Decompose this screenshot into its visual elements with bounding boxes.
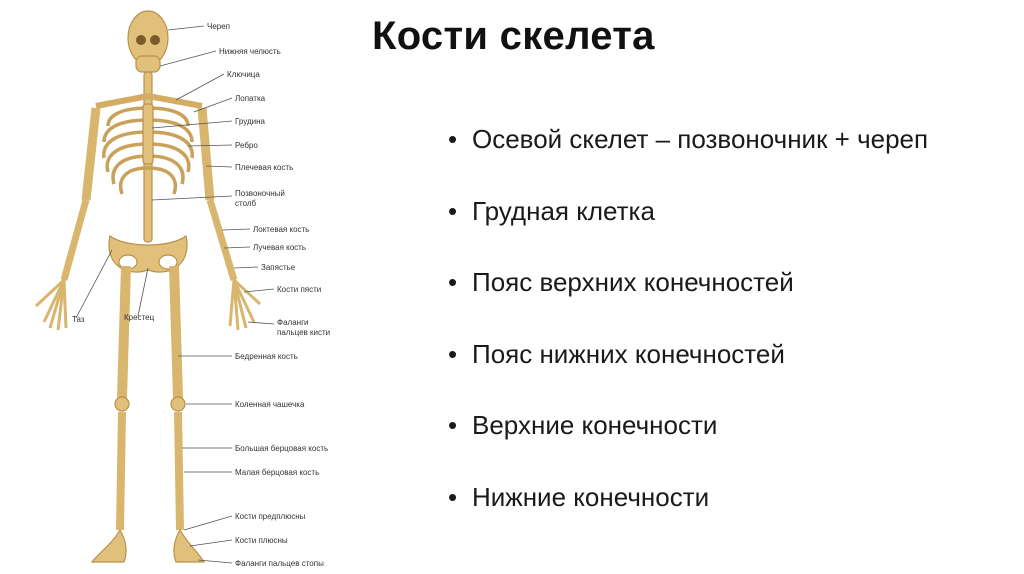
bullet-item: •Осевой скелет – позвоночник + череп [448, 124, 929, 154]
tibia-left [116, 411, 126, 531]
femur-right [169, 265, 183, 399]
bullet-item: •Нижние конечности [448, 481, 710, 512]
bullet-dot-icon: • [448, 481, 458, 512]
label-wrist: Запястье [261, 263, 296, 272]
label-jaw: Нижняя челюсть [219, 47, 281, 56]
label-ulna: Локтевая кость [253, 225, 309, 234]
tibia-right [174, 411, 184, 531]
clavicle-right [147, 93, 203, 109]
label-pelvis: Таз [72, 315, 85, 324]
clavicle-left [95, 93, 149, 109]
label-phalanges-hand-2: пальцев кисти [277, 328, 330, 337]
eye-socket-left [136, 35, 146, 45]
label-clavicle: Ключица [227, 70, 260, 79]
humerus-right [197, 107, 215, 201]
bullet-dot-icon: • [448, 195, 458, 226]
femur-left [117, 265, 131, 399]
forearm-right [206, 198, 238, 282]
label-tarsal: Кости предплюсны [235, 512, 306, 521]
humerus-left [81, 107, 101, 201]
patella-right [170, 396, 186, 412]
label-sternum: Грудина [235, 117, 266, 126]
label-metacarpal: Кости пясти [277, 285, 321, 294]
label-sacrum: Крестец [124, 313, 155, 322]
hand-left [34, 278, 68, 331]
bullet-dot-icon: • [448, 267, 458, 298]
hip-socket-right [158, 254, 178, 270]
label-scapula: Лопатка [235, 94, 266, 103]
label-skull: Череп [207, 22, 230, 31]
skeleton-drawing [34, 10, 262, 563]
label-humerus: Плечевая кость [235, 163, 293, 172]
label-spine-1: Позвоночный [235, 189, 285, 198]
label-rib: Ребро [235, 141, 258, 150]
bullet-list: •Осевой скелет – позвоночник + череп •Гр… [448, 122, 928, 552]
label-spine-2: столб [235, 199, 257, 208]
bullet-item: •Верхние конечности [448, 410, 718, 441]
skeleton-labels: Череп Нижняя челюсть Ключица Лопатка Гру… [72, 22, 330, 568]
bullet-dot-icon: • [448, 338, 458, 369]
label-metatarsal: Кости плюсны [235, 536, 288, 545]
label-fibula: Малая берцовая кость [235, 468, 319, 477]
bullet-dot-icon: • [448, 410, 458, 441]
patella-left [114, 396, 130, 412]
foot-left [90, 528, 127, 563]
sternum-shape [142, 103, 154, 165]
label-femur: Бедренная кость [235, 352, 298, 361]
slide-title: Кости скелета [372, 14, 655, 58]
leader-lines [75, 25, 275, 564]
eye-socket-right [150, 35, 160, 45]
foot-right [173, 528, 206, 563]
hand-right [228, 278, 262, 331]
jaw-shape [135, 55, 161, 73]
bullet-item: •Грудная клетка [448, 195, 655, 226]
forearm-left [60, 199, 90, 281]
label-radius: Лучевая кость [253, 243, 306, 252]
bullet-item: •Пояс нижних конечностей [448, 338, 785, 369]
label-phalanges-hand-1: Фаланги [277, 318, 308, 327]
label-patella: Коленная чашечка [235, 400, 305, 409]
bullet-item: •Пояс верхних конечностей [448, 267, 794, 298]
bullet-dot-icon: • [448, 124, 458, 154]
skeleton-figure: Череп Нижняя челюсть Ключица Лопатка Гру… [34, 10, 330, 568]
label-phalanges-foot: Фаланги пальцев стопы [235, 559, 324, 568]
rib-cage [102, 106, 194, 195]
label-tibia: Большая берцовая кость [235, 444, 328, 453]
